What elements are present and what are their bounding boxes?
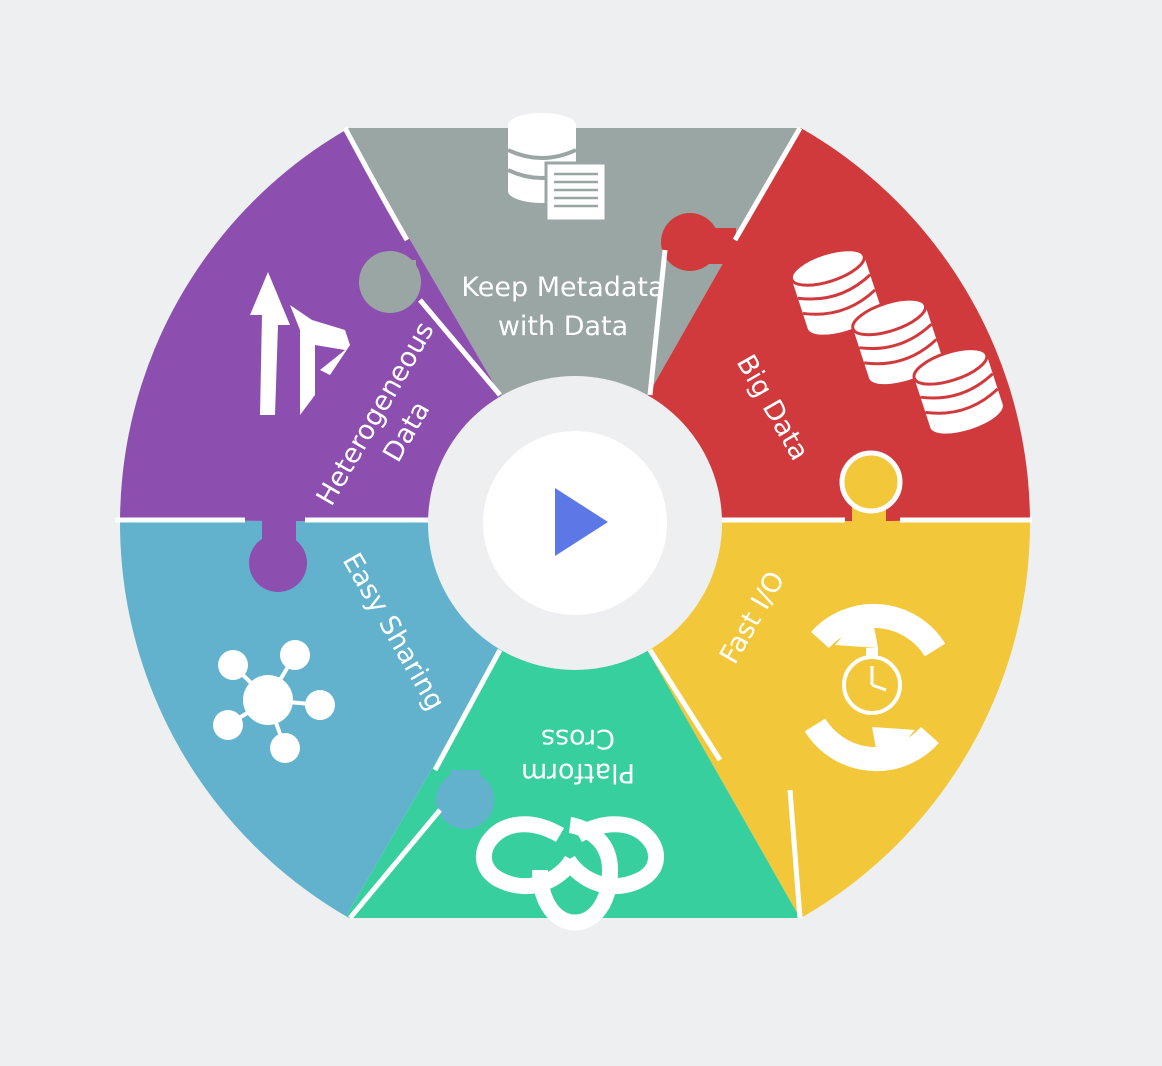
arrows-chart-icon [250,272,350,415]
label-cross-platform: Cross Platform [521,723,635,788]
svg-text:with Data: with Data [498,311,628,342]
wedge-dividers [115,126,1032,920]
stopwatch-cycle-icon [804,603,946,772]
svg-text:Keep Metadata: Keep Metadata [461,272,664,303]
puzzle-tabs [249,213,903,829]
label-keep-metadata: Keep Metadata with Data [461,272,664,342]
network-sharing-icon [213,640,335,763]
svg-text:Platform: Platform [521,757,635,788]
svg-text:Cross: Cross [541,723,615,754]
play-button[interactable] [483,431,667,615]
trefoil-knot-icon [475,816,664,931]
play-icon[interactable] [555,488,608,556]
database-document-icon [507,113,608,223]
stacked-databases-icon [789,248,1003,434]
